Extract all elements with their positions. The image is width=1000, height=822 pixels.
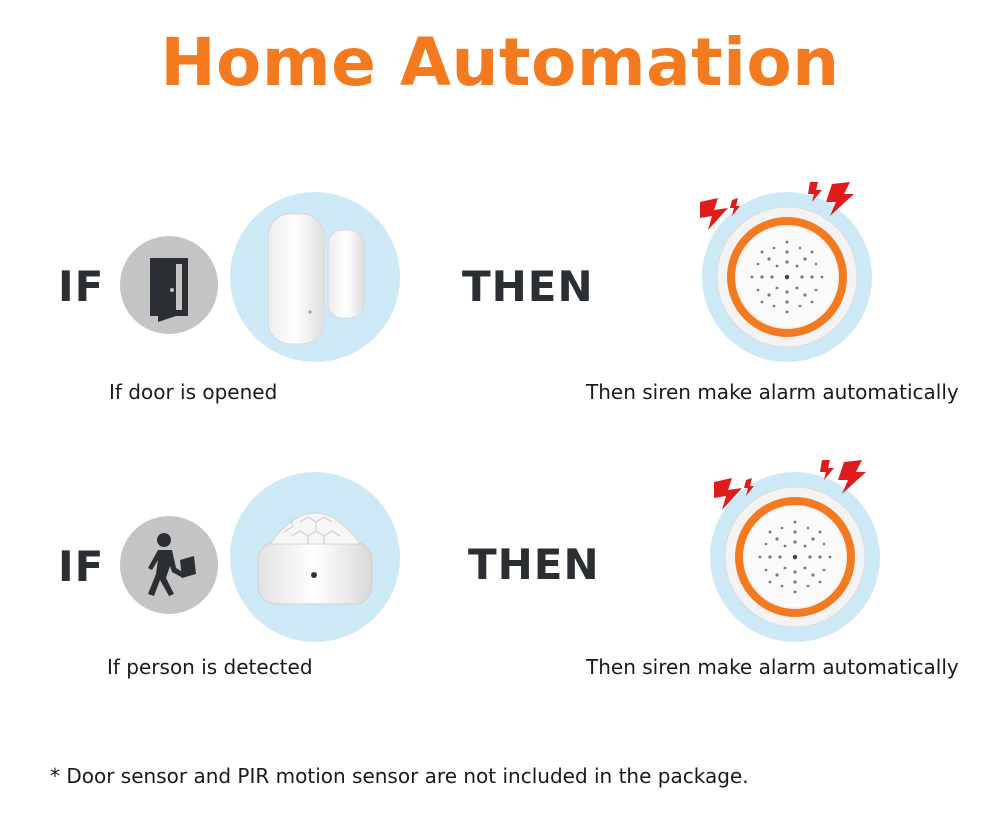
then-label-2: THEN bbox=[468, 540, 600, 589]
person-icon-circle bbox=[120, 516, 218, 614]
result-caption-2: Then siren make alarm automatically bbox=[586, 655, 959, 679]
condition-caption-1: If door is opened bbox=[109, 380, 278, 404]
if-label-1: IF bbox=[58, 262, 105, 311]
door-sensor-image bbox=[267, 213, 365, 345]
page-title: Home Automation bbox=[160, 24, 840, 101]
lightning-icon-left-2 bbox=[714, 478, 754, 510]
lightning-icon-left-1 bbox=[700, 198, 740, 230]
person-walking-icon bbox=[148, 533, 196, 596]
siren-circle-2 bbox=[710, 472, 880, 642]
lightning-icon-right-1 bbox=[808, 182, 854, 216]
pir-motion-sensor-image bbox=[257, 512, 373, 605]
door-icon-circle bbox=[120, 236, 218, 334]
then-label-1: THEN bbox=[462, 262, 594, 311]
lightning-icon-right-2 bbox=[820, 460, 866, 494]
footnote: * Door sensor and PIR motion sensor are … bbox=[50, 764, 749, 788]
condition-caption-2: If person is detected bbox=[107, 655, 313, 679]
result-caption-1: Then siren make alarm automatically bbox=[586, 380, 959, 404]
door-sensor-circle bbox=[230, 192, 400, 362]
siren-image-2 bbox=[724, 486, 866, 628]
pir-sensor-circle bbox=[230, 472, 400, 642]
siren-image-1 bbox=[716, 206, 858, 348]
door-icon bbox=[150, 258, 188, 322]
if-label-2: IF bbox=[58, 542, 105, 591]
siren-circle-1 bbox=[702, 192, 872, 362]
